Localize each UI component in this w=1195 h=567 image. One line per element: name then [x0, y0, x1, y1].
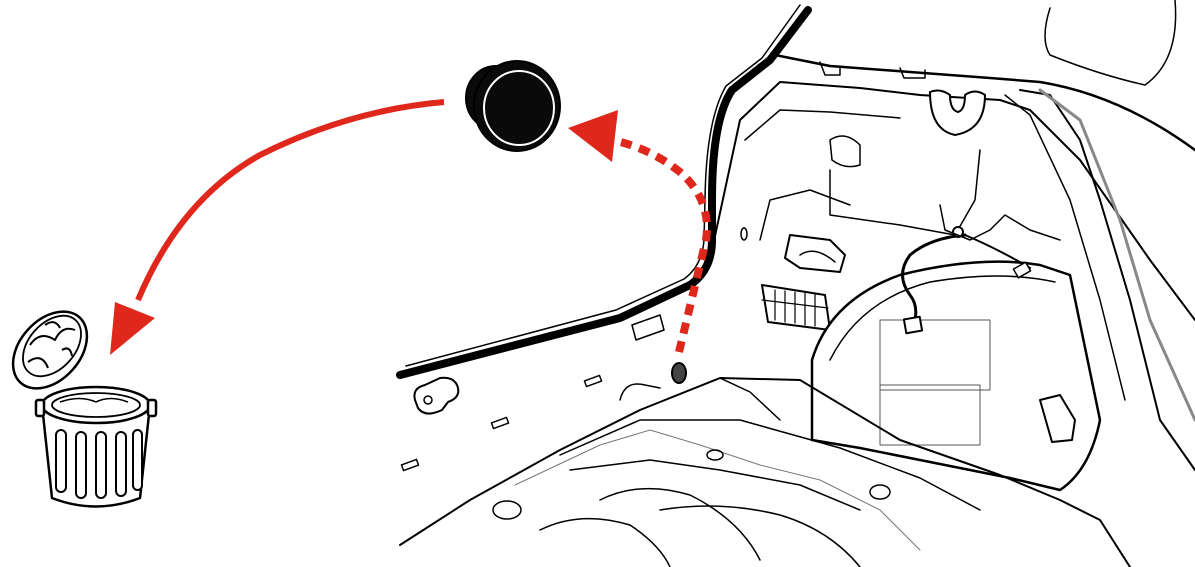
discard-arrow — [135, 99, 445, 302]
removal-path-arrow — [611, 136, 711, 353]
trunk-floor — [399, 377, 1131, 567]
latch-hook — [929, 89, 986, 136]
plug-hole — [671, 362, 687, 384]
trash-can-icon — [11, 310, 158, 508]
trunk-interior — [396, 0, 1195, 567]
wiring-harness — [901, 233, 967, 322]
right-handle — [1039, 394, 1076, 443]
door-seal — [396, 6, 812, 379]
rubber-plug-icon — [465, 60, 561, 152]
tie-down-hook — [413, 376, 460, 415]
lower-vent — [761, 284, 831, 331]
wheel-arch — [810, 260, 1102, 492]
trash-lid — [11, 310, 89, 390]
removal-arrowhead-icon — [568, 110, 618, 162]
upper-vent — [784, 234, 846, 273]
discard-arrowhead-icon — [110, 302, 155, 355]
